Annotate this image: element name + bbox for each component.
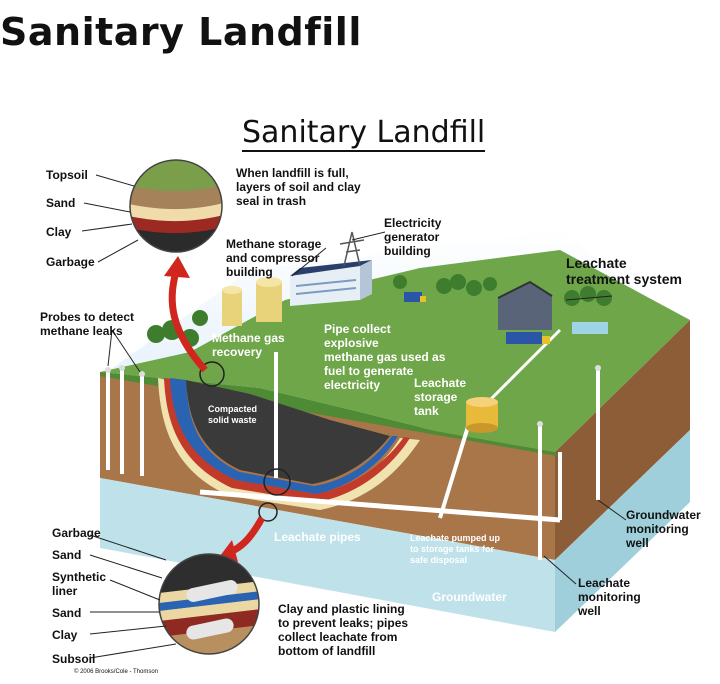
label-subsoil: Subsoil (52, 652, 96, 666)
label-compacted-waste: Compacted solid waste (208, 404, 258, 425)
copyright: © 2006 Brooks/Cole - Thomson (74, 669, 159, 675)
truck (404, 292, 422, 302)
label-groundwater-well: Groundwater monitoring well (626, 508, 701, 550)
top-inset-note: When landfill is full, layers of soil an… (236, 166, 361, 208)
label-clay-bottom: Clay (52, 628, 78, 642)
bottom-inset-note: Clay and plastic lining to prevent leaks… (278, 602, 409, 658)
generator-building (290, 266, 360, 306)
compacted-waste (186, 380, 390, 484)
label-sand-bottom-1: Sand (52, 548, 82, 562)
label-leachate-well: Leachate monitoring well (578, 576, 641, 618)
treatment-building (498, 282, 552, 330)
power-pylon (339, 231, 365, 267)
trees (147, 274, 612, 347)
label-garbage-top: Garbage (46, 255, 95, 269)
top-arrow (168, 271, 208, 373)
label-synthetic-liner: Synthetic liner (52, 570, 107, 598)
figure-title: Sanitary Landfill (242, 115, 486, 152)
label-electricity-building: Electricity generator building (384, 216, 442, 258)
soil-right-face (555, 320, 690, 560)
label-groundwater: Groundwater (432, 590, 507, 604)
label-garbage-bottom: Garbage (52, 526, 101, 540)
label-leachate-tank: Leachate storage tank (414, 376, 467, 418)
label-leachate-pumped: Leachate pumped up to storage tanks for … (410, 533, 501, 565)
treatment-pond (572, 322, 608, 334)
page-title: Sanitary Landfill (0, 10, 362, 54)
bottom-inset (159, 554, 259, 654)
groundwater-right (555, 430, 690, 632)
label-probes: Probes to detect methane leaks (40, 310, 135, 338)
methane-tank (222, 290, 242, 326)
label-pipe-collect: Pipe collect explosive methane gas used … (324, 322, 446, 392)
label-methane-recovery: Methane gas recovery (212, 331, 285, 359)
label-methane-building: Methane storage and compressor building (226, 237, 322, 279)
label-sand-top: Sand (46, 196, 76, 210)
label-leachate-pipes: Leachate pipes (274, 530, 361, 544)
label-clay-top: Clay (46, 225, 72, 239)
label-sand-bottom-2: Sand (52, 606, 82, 620)
label-leachate-treatment: Leachate treatment system (566, 255, 682, 287)
leachate-pipe (199, 489, 561, 523)
label-topsoil: Topsoil (46, 168, 88, 182)
groundwater-front (100, 478, 555, 632)
